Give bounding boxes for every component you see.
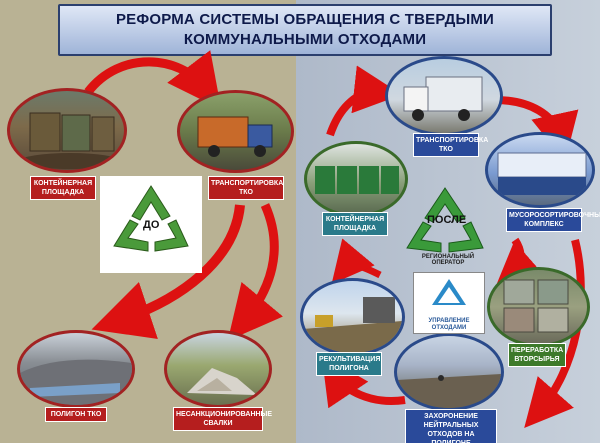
operator-logo-text: УПРАВЛЕНИЕ ОТХОДАМИ	[428, 318, 470, 331]
title-banner: РЕФОРМА СИСТЕМЫ ОБРАЩЕНИЯ С ТВЕРДЫМИ КОМ…	[58, 4, 552, 56]
photo-transport-after	[385, 56, 503, 136]
label-recycling-after: ПЕРЕРАБОТКА ВТОРСЫРЬЯ	[508, 343, 566, 367]
label-illegal-dump-before: НЕСАНКЦИОНИРОВАННЫЕ СВАЛКИ	[173, 407, 272, 431]
operator-logo-icon	[432, 279, 466, 305]
photo-transport-before	[177, 90, 294, 173]
arrow-burial-to-recultivation	[321, 355, 406, 409]
arrow-transport-to-landfill	[91, 204, 245, 339]
burial-illustration	[397, 374, 501, 408]
arrow-container-to-transport	[84, 50, 222, 110]
green-containers-illustration	[315, 166, 399, 194]
landfill-illustration	[20, 359, 132, 405]
label-burial-after: ЗАХОРОНЕНИЕ НЕЙТРАЛЬНЫХ ОТХОДОВ НА ПОЛИГ…	[405, 409, 497, 443]
label-recultivation-after: РЕКУЛЬТИВАЦИЯ ПОЛИГОНА	[316, 352, 382, 376]
recycle-label-after: ПОСЛЕ	[427, 214, 467, 226]
photo-landfill-before	[17, 330, 135, 408]
recycle-label-before: ДО	[143, 219, 160, 231]
recycle-icon	[406, 187, 484, 253]
photo-burial-after	[394, 333, 504, 411]
regional-operator-label: РЕГИОНАЛЬНЫЙ ОПЕРАТОР	[421, 254, 475, 266]
sorting-complex-illustration	[497, 152, 587, 195]
container-site-illustration	[20, 112, 120, 169]
title-line-1: РЕФОРМА СИСТЕМЫ ОБРАЩЕНИЯ С ТВЕРДЫМИ	[115, 11, 495, 28]
recultivation-illustration	[303, 297, 402, 353]
recycle-box-before	[100, 176, 202, 273]
recycle-icon	[113, 185, 189, 252]
regional-operator-logo: УПРАВЛЕНИЕ ОТХОДАМИ	[413, 272, 485, 334]
arrow-to-recultivation	[331, 238, 382, 285]
photo-recycling-after	[487, 267, 590, 347]
garbage-truck-illustration	[403, 76, 483, 121]
dump-illustration	[187, 368, 257, 395]
photo-illegal-dump-before	[164, 330, 272, 408]
label-container-site-before: КОНТЕЙНЕРНАЯ ПЛОЩАДКА	[30, 176, 96, 200]
label-container-site-after: КОНТЕЙНЕРНАЯ ПЛОЩАДКА	[322, 212, 388, 236]
photo-sorting-complex-after	[485, 132, 595, 208]
recycle-box-after	[395, 180, 495, 272]
photo-container-site-before	[7, 88, 127, 173]
photo-recultivation-after	[300, 278, 405, 356]
label-transport-before: ТРАНСПОРТИРОВКА ТКО	[208, 176, 284, 200]
photo-container-site-after	[304, 141, 408, 217]
label-sorting-complex-after: МУСОРОСОРТИРОВОЧНЫЙ КОМПЛЕКС	[506, 208, 600, 232]
arrow-container-to-transport-after	[326, 65, 402, 137]
label-landfill-before: ПОЛИГОН ТКО	[45, 407, 107, 422]
arrow-transport-to-sorting	[494, 96, 579, 162]
truck-illustration	[197, 116, 273, 157]
bales-illustration	[503, 279, 569, 333]
label-transport-after: ТРАНСПОРТИРОВКА ТКО	[413, 133, 488, 157]
title-line-2: КОММУНАЛЬНЫМИ ОТХОДАМИ	[183, 31, 427, 48]
arrow-transport-to-dump	[227, 203, 284, 341]
